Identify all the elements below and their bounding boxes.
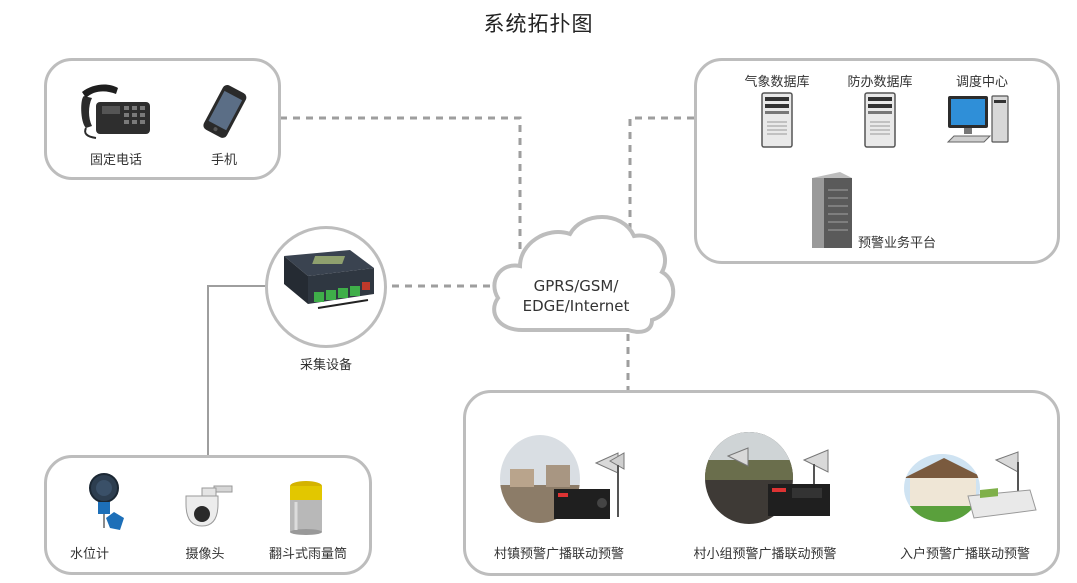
rain-gauge-label: 翻斗式雨量筒 [268, 547, 347, 562]
solid-link-collector-sensors [207, 285, 266, 455]
weather-db-label: 气象数据库 [744, 75, 810, 90]
water-gauge-label: 水位计 [70, 547, 110, 562]
town-alarm-illustration [500, 435, 625, 523]
data-collector-device-icon [284, 250, 374, 309]
dashed-link-phones-cloud [280, 116, 522, 252]
group-alarm-illustration [705, 432, 830, 524]
household-alarm-label: 入户预警广播联动预警 [899, 547, 1030, 562]
water-level-gauge-icon [89, 473, 124, 530]
town-alarm-label: 村镇预警广播联动预警 [493, 547, 624, 562]
flood-db-label: 防办数据库 [847, 75, 913, 90]
network-cloud-line1: GPRS/GSM/ [533, 277, 619, 295]
desk-phone-icon [81, 84, 150, 139]
platform-label: 预警业务平台 [858, 236, 937, 251]
mobile-phone-icon [203, 85, 247, 138]
collector-label: 采集设备 [299, 358, 352, 373]
network-cloud-line2: EDGE/Internet [522, 297, 630, 315]
group-alarm-label: 村小组预警广播联动预警 [693, 547, 837, 562]
dashed-link-servers-cloud [628, 116, 694, 230]
dispatch-label: 调度中心 [955, 75, 1008, 90]
dome-camera-icon [185, 485, 233, 527]
cloud-icon [492, 215, 676, 334]
platform-server-icon [812, 172, 852, 248]
household-alarm-illustration [904, 451, 1037, 522]
dispatch-workstation-icon [946, 95, 1009, 143]
flood-db-server-icon [864, 92, 896, 148]
mobile-label: 手机 [210, 153, 237, 168]
network-cloud-label: GPRS/GSM/ EDGE/Internet [498, 276, 654, 316]
rain-gauge-icon [290, 481, 322, 535]
weather-db-server-icon [761, 92, 793, 148]
page-title: 系统拓扑图 [483, 12, 594, 36]
fixed-phone-label: 固定电话 [89, 153, 142, 168]
camera-label: 摄像头 [185, 547, 225, 562]
